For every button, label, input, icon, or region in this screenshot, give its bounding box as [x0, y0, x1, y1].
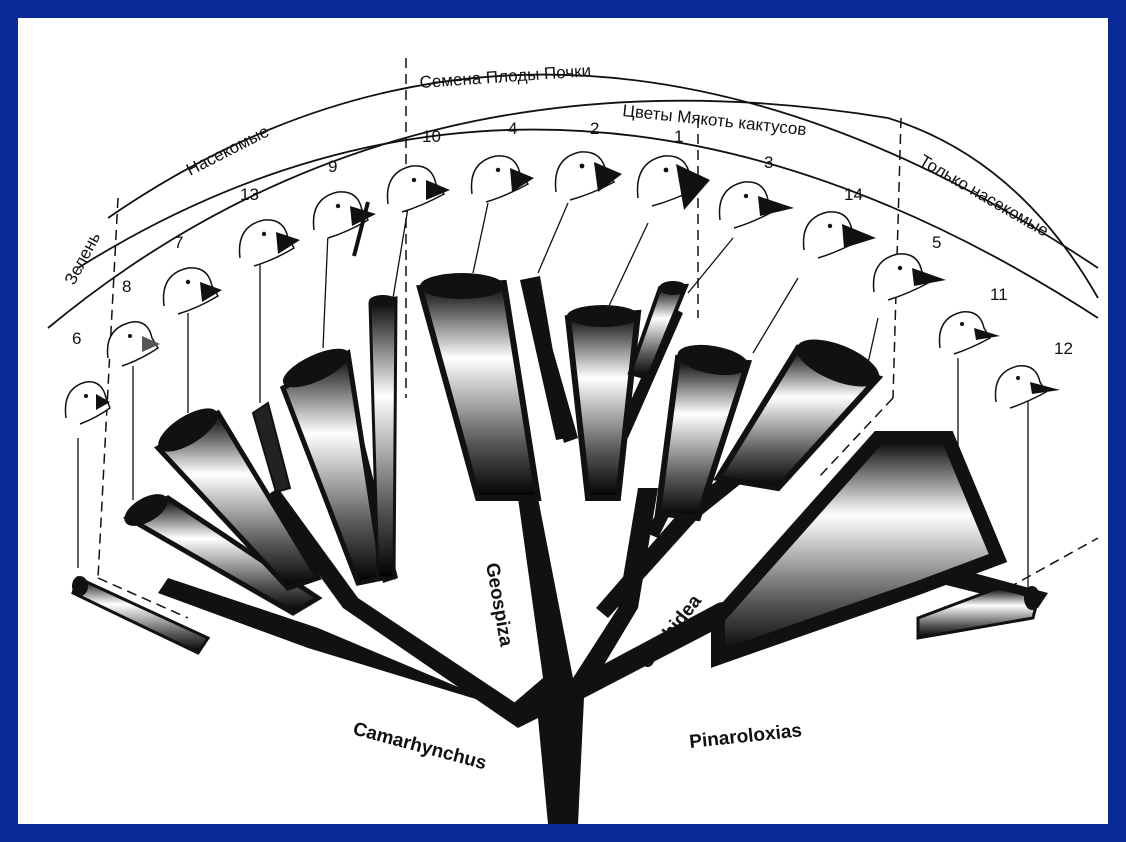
finch-head-icon — [995, 366, 1060, 408]
species-number: 14 — [844, 185, 863, 204]
species-number: 5 — [932, 233, 941, 252]
finch-head-icon — [638, 156, 710, 210]
tube-12-mouth — [1024, 586, 1040, 610]
finch-head-icon — [164, 268, 223, 314]
finch-head-icon — [388, 166, 451, 212]
species-number: 13 — [240, 185, 259, 204]
finch-heads — [65, 152, 1060, 424]
tube-6-mouth — [72, 576, 88, 596]
genus-pinaroloxias: Pinaroloxias — [688, 720, 803, 753]
species-number: 2 — [590, 119, 599, 138]
finch-head-icon — [556, 152, 623, 200]
tube-1 — [568, 313, 638, 498]
tube-4 — [420, 283, 538, 498]
genus-geospiza: Geospiza — [481, 561, 516, 648]
tube-1b-mouth — [659, 281, 687, 295]
species-number: 9 — [328, 157, 337, 176]
finch-head-icon — [240, 220, 301, 266]
category-insects: Насекомые — [183, 122, 272, 180]
diagram-panel: Зелень Насекомые Семена Плоды Почки Цвет… — [18, 18, 1108, 824]
species-number: 10 — [422, 127, 441, 146]
finch-head-icon — [314, 192, 377, 256]
species-number: 7 — [174, 233, 183, 252]
species-number: 12 — [1054, 339, 1073, 358]
finch-head-icon — [472, 156, 535, 202]
genus-camarhynchus: Camarhynchus — [351, 719, 489, 775]
finch-head-icon — [804, 212, 877, 258]
tube-3 — [658, 358, 748, 518]
tube-1-mouth — [567, 305, 639, 327]
category-cactus: Цветы Мякоть кактусов — [622, 101, 808, 139]
finch-head-icon — [65, 382, 110, 424]
finch-head-icon — [874, 254, 947, 300]
finch-radiation-diagram: Зелень Насекомые Семена Плоды Почки Цвет… — [18, 18, 1108, 824]
sep-far-right — [1008, 538, 1098, 588]
finch-head-icon — [939, 312, 1000, 354]
species-number: 4 — [508, 119, 517, 138]
tube-12 — [918, 588, 1038, 638]
finch-head-icon — [108, 322, 161, 366]
category-greens: Зелень — [61, 229, 104, 288]
finch-head-icon — [720, 182, 795, 228]
species-number: 1 — [674, 127, 683, 146]
species-number: 11 — [990, 285, 1008, 304]
species-number: 6 — [72, 329, 81, 348]
species-number: 8 — [122, 277, 131, 296]
category-seeds: Семена Плоды Почки — [419, 61, 592, 92]
tube-4-mouth — [420, 273, 504, 299]
species-number: 3 — [764, 153, 773, 172]
